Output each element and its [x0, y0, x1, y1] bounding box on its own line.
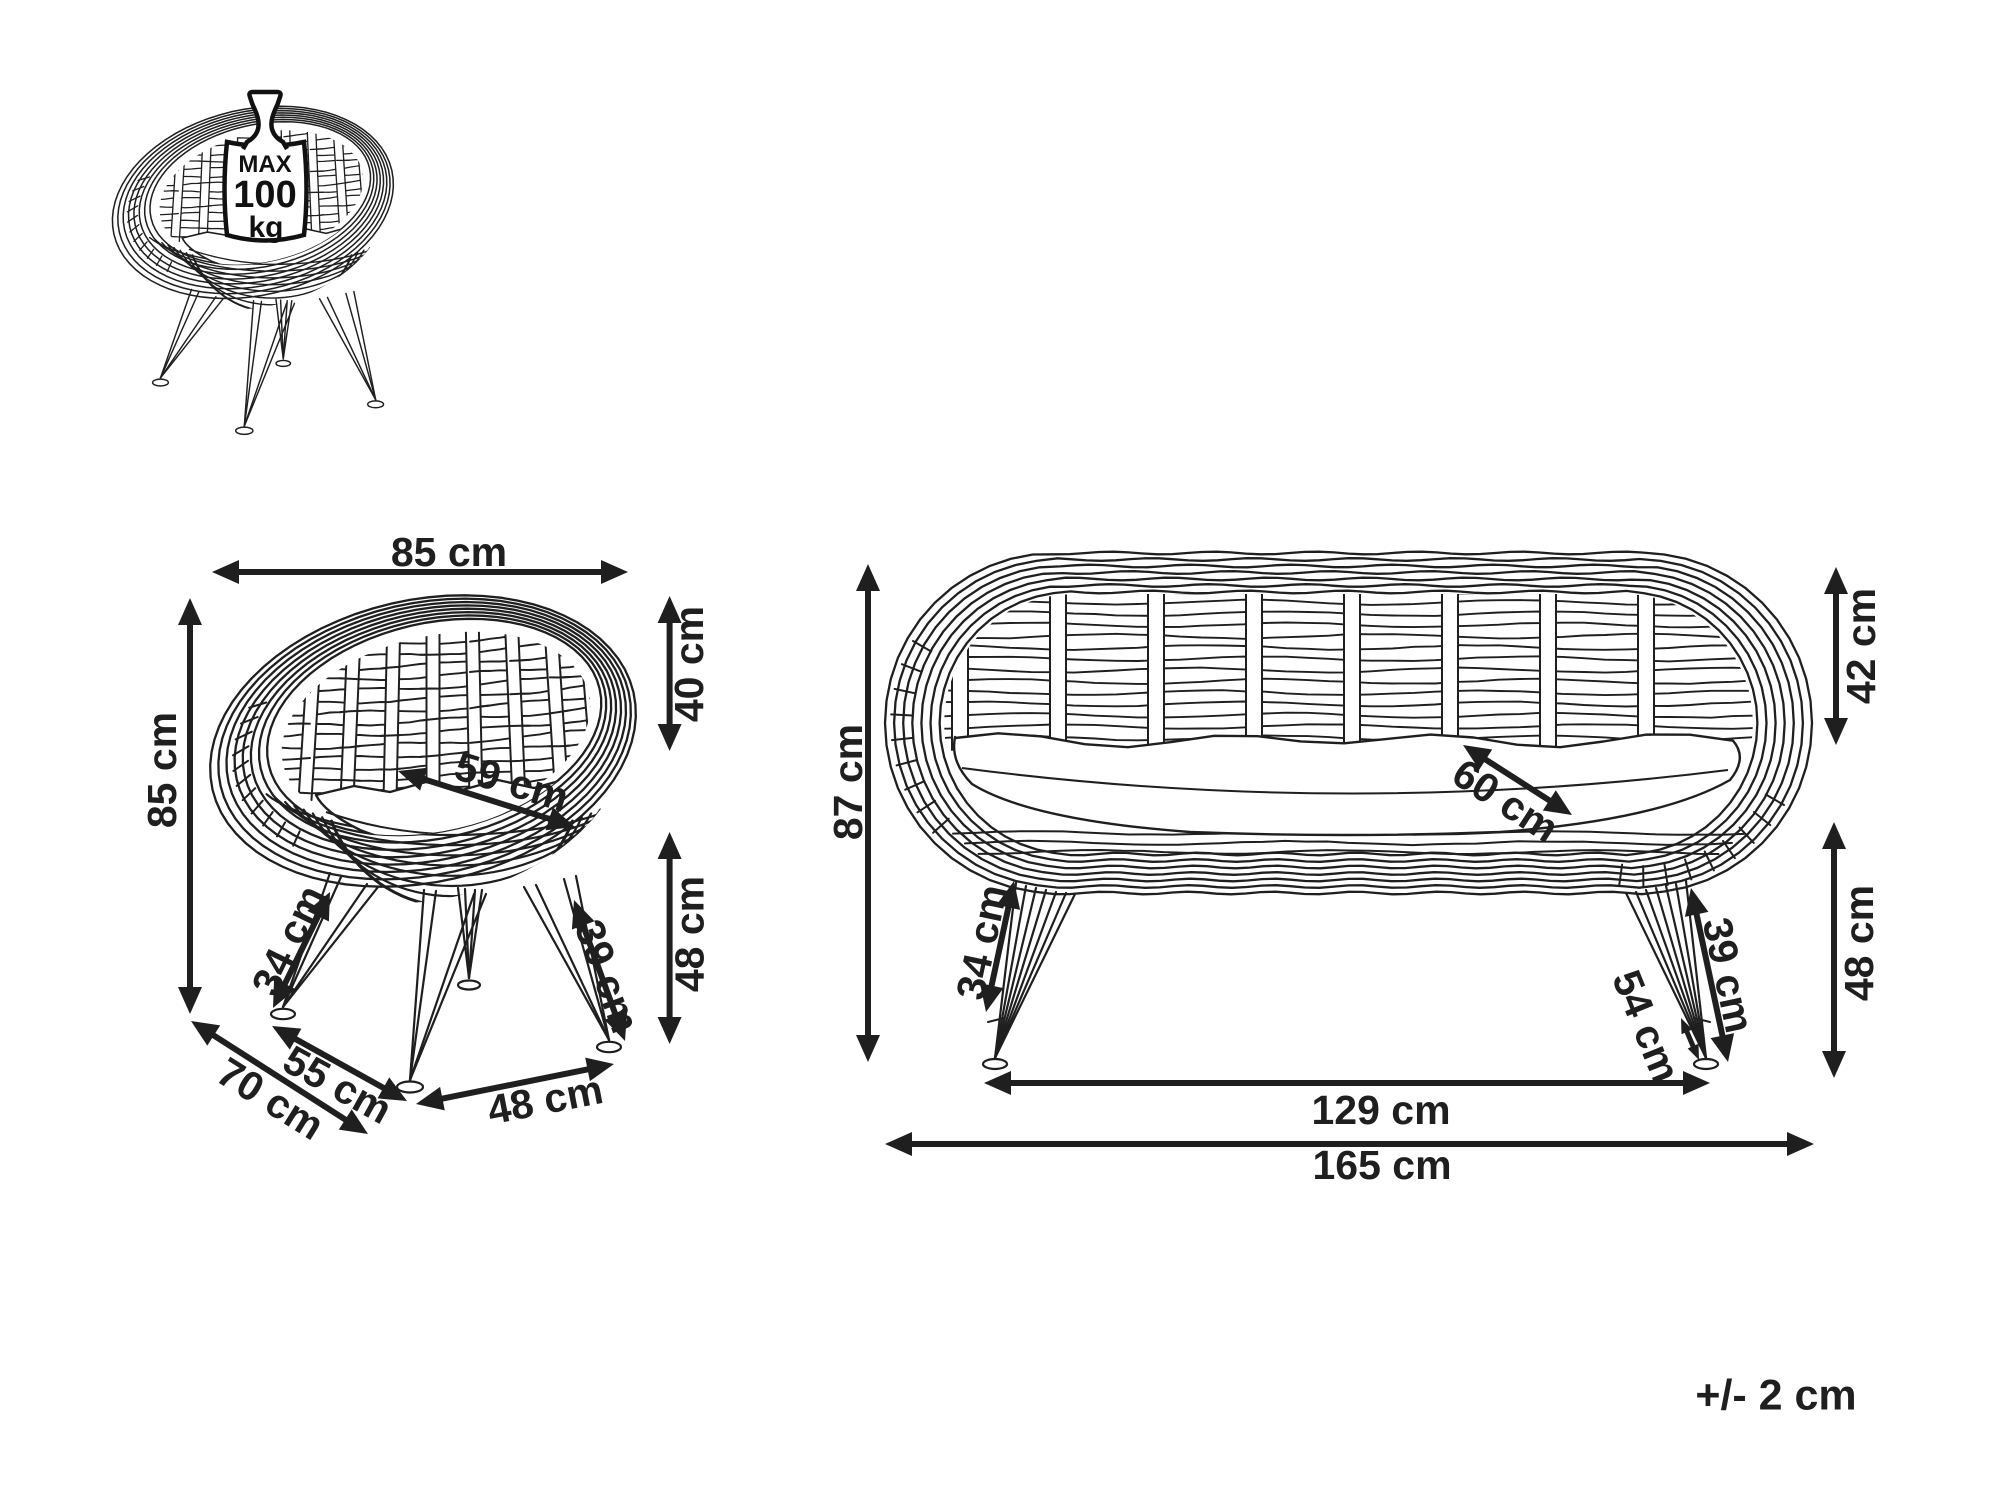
- svg-text:129 cm: 129 cm: [1311, 1087, 1450, 1133]
- svg-text:+/- 2 cm: +/- 2 cm: [1695, 1371, 1856, 1419]
- svg-text:85 cm: 85 cm: [391, 529, 507, 575]
- svg-text:100: 100: [233, 174, 296, 216]
- svg-text:42 cm: 42 cm: [1838, 588, 1884, 704]
- svg-text:165 cm: 165 cm: [1312, 1142, 1451, 1188]
- svg-text:87 cm: 87 cm: [825, 724, 871, 840]
- svg-text:40 cm: 40 cm: [666, 606, 712, 722]
- svg-text:48 cm: 48 cm: [666, 876, 712, 992]
- svg-text:kg: kg: [248, 211, 283, 244]
- svg-text:MAX: MAX: [238, 151, 291, 178]
- svg-text:85 cm: 85 cm: [139, 712, 185, 828]
- svg-text:48 cm: 48 cm: [1836, 885, 1882, 1001]
